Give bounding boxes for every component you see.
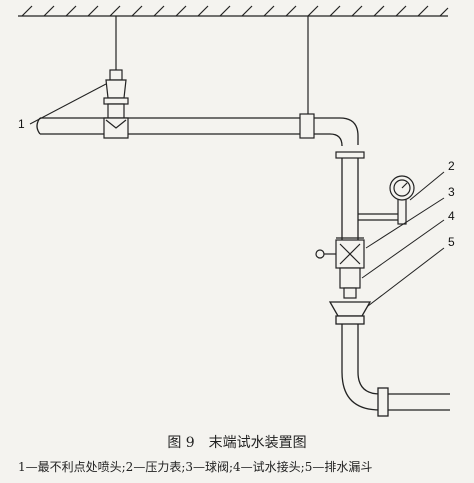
pipe-couplings: [299, 113, 365, 159]
test-water-connector: [339, 267, 361, 299]
leader-lines: [29, 83, 445, 307]
callout-1: 1: [18, 117, 25, 131]
pressure-gauge: [358, 175, 415, 225]
figure-caption: 图 9 末端试水装置图: [167, 435, 307, 451]
sprinkler-head: [103, 69, 129, 139]
figure-legend: 1—最不利点处喷头;2—压力表;3—球阀;4—试水接头;5—排水漏斗: [18, 460, 373, 474]
ball-valve: [315, 237, 365, 269]
vertical-pipe: [341, 158, 359, 240]
ceiling: [18, 5, 449, 17]
drain-funnel: [328, 301, 372, 325]
callout-3: 3: [448, 185, 455, 199]
hanger-rods: [115, 16, 309, 118]
callout-5: 5: [448, 235, 455, 249]
drain-pipe: [341, 324, 450, 417]
callout-2: 2: [448, 159, 455, 173]
test-water-device-drawing: 1 2 3 4 5: [18, 5, 455, 417]
callout-4: 4: [448, 209, 455, 223]
